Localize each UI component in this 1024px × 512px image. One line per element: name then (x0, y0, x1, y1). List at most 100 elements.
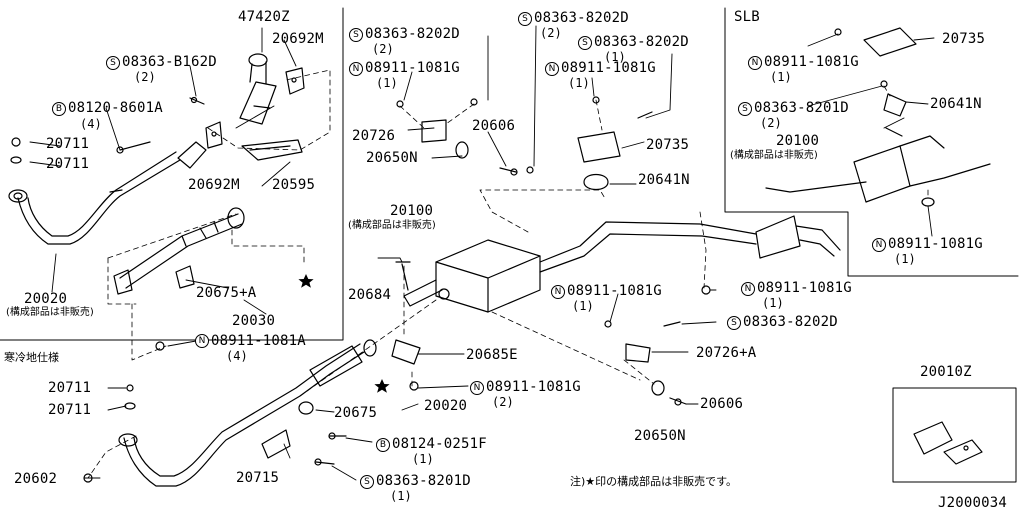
part-08911-1081g-7[interactable]: 08911-1081G (888, 236, 983, 252)
kit-items (913, 421, 983, 465)
exhaust-manifold-sensor (239, 53, 277, 125)
n-mark-icon: N (872, 238, 886, 252)
part-20726[interactable]: 20726 (352, 128, 396, 144)
n-mark-icon: N (195, 334, 209, 348)
b-mark-icon: B (52, 102, 66, 116)
leader-lines (29, 25, 935, 481)
dashed-guide-lines (87, 69, 929, 479)
part-08363-8202d-d[interactable]: 08363-8202D (743, 314, 838, 330)
qty-08911-1081a: (4) (226, 349, 248, 363)
qty-08911-1081g-4: (1) (762, 296, 784, 310)
lower-fasteners (83, 285, 711, 483)
qty-08911-1081g-1: (1) (376, 76, 398, 90)
n-mark-icon: N (545, 62, 559, 76)
part-20595[interactable]: 20595 (272, 177, 316, 193)
part-20735-center[interactable]: 20735 (646, 137, 690, 153)
part-08363-8202d-a[interactable]: 08363-8202D (365, 26, 460, 42)
star-markers (298, 274, 390, 393)
part-08124-0251f[interactable]: 08124-0251F (392, 436, 487, 452)
part-08911-1081g-6[interactable]: 08911-1081G (764, 54, 859, 70)
part-08911-1081a[interactable]: 08911-1081A (211, 333, 306, 349)
lower-brackets (261, 261, 665, 459)
qty-08363-b162d: (2) (134, 70, 156, 84)
part-20100-center[interactable]: 20100 (390, 203, 434, 219)
qty-08911-1081g-7: (1) (894, 252, 916, 266)
front-pipe-upper (8, 141, 207, 245)
part-20010z[interactable]: 20010Z (920, 364, 972, 380)
part-20675[interactable]: 20675 (334, 405, 378, 421)
kit-box (892, 387, 1017, 483)
part-08911-1081g-2[interactable]: 08911-1081G (561, 60, 656, 76)
section-borders (0, 7, 1019, 483)
part-08363-8201d-slb[interactable]: 08363-8201D (754, 100, 849, 116)
part-08363-b162d[interactable]: 08363-B162D (122, 54, 217, 70)
s-mark-icon: S (518, 12, 532, 26)
part-20711-d[interactable]: 20711 (48, 402, 92, 418)
upper-center-hangers (396, 96, 653, 191)
qty-08911-1081g-2: (1) (568, 76, 590, 90)
n-mark-icon: N (748, 56, 762, 70)
slb-frame (724, 7, 1019, 277)
n-mark-icon: N (470, 381, 484, 395)
part-20675-a[interactable]: 20675+A (196, 285, 257, 301)
cold-spec-divider (0, 7, 344, 341)
part-20100-slb[interactable]: 20100 (776, 133, 820, 149)
lower-front-pipe (118, 339, 377, 487)
part-20641n-slb[interactable]: 20641N (930, 96, 982, 112)
part-08911-1081g-4[interactable]: 08911-1081G (757, 280, 852, 296)
qty-08363-8201d-lower: (1) (390, 489, 412, 503)
s-mark-icon: S (727, 316, 741, 330)
qty-08363-8201d-slb: (2) (760, 116, 782, 130)
part-20650n-lower[interactable]: 20650N (634, 428, 686, 444)
part-08911-1081g-1[interactable]: 08911-1081G (365, 60, 460, 76)
part-08363-8201d-lower[interactable]: 08363-8201D (376, 473, 471, 489)
part-20685e[interactable]: 20685E (466, 347, 518, 363)
part-20692m-lower[interactable]: 20692M (188, 177, 240, 193)
part-08363-8202d-b[interactable]: 08363-8202D (534, 10, 629, 26)
not-sold-note-20100-slb: (構成部品は非販売) (730, 150, 818, 161)
part-20602[interactable]: 20602 (14, 471, 58, 487)
part-20030[interactable]: 20030 (232, 313, 276, 329)
not-sold-note-20100-center: (構成部品は非販売) (348, 220, 436, 231)
slb-assembly (765, 27, 991, 207)
qty-08911-1081g-5: (2) (492, 395, 514, 409)
part-20735-slb[interactable]: 20735 (942, 31, 986, 47)
part-20606-upper[interactable]: 20606 (472, 118, 516, 134)
n-mark-icon: N (551, 285, 565, 299)
qty-08363-8202d-b: (2) (540, 26, 562, 40)
part-20711-c[interactable]: 20711 (48, 380, 92, 396)
part-08911-1081g-3[interactable]: 08911-1081G (567, 283, 662, 299)
part-20692m-upper[interactable]: 20692M (272, 31, 324, 47)
part-20726-a[interactable]: 20726+A (696, 345, 757, 361)
bracket-20692m-upper (285, 67, 305, 95)
s-mark-icon: S (349, 28, 363, 42)
part-20606-lower[interactable]: 20606 (700, 396, 744, 412)
small-fasteners-upper-left (10, 96, 205, 164)
part-20684[interactable]: 20684 (348, 287, 392, 303)
section-label-cold-spec: 寒冷地仕様 (4, 351, 59, 364)
not-sold-note-20020: (構成部品は非販売) (6, 307, 94, 318)
qty-08124-0251f: (1) (412, 452, 434, 466)
part-20711-b[interactable]: 20711 (46, 156, 90, 172)
part-08911-1081g-5[interactable]: 08911-1081G (486, 379, 581, 395)
part-20650n-upper[interactable]: 20650N (366, 150, 418, 166)
part-20020-lower[interactable]: 20020 (424, 398, 468, 414)
s-mark-icon: S (360, 475, 374, 489)
part-08363-8202d-c[interactable]: 08363-8202D (594, 34, 689, 50)
part-20715[interactable]: 20715 (236, 470, 280, 486)
s-mark-icon: S (738, 102, 752, 116)
part-20711-a[interactable]: 20711 (46, 136, 90, 152)
qty-08363-8202d-a: (2) (372, 42, 394, 56)
part-47420z[interactable]: 47420Z (238, 9, 290, 25)
part-20020-upper[interactable]: 20020 (24, 291, 68, 307)
bracket-20692m-lower (205, 121, 223, 149)
part-20641n-center[interactable]: 20641N (638, 172, 690, 188)
qty-08363-8202d-c: (1) (604, 50, 626, 64)
part-08120-8601a[interactable]: 08120-8601A (68, 100, 163, 116)
star-icon (374, 379, 390, 393)
b-mark-icon: B (376, 438, 390, 452)
center-pipe-cold-spec (113, 207, 245, 295)
footnote: 注)★印の構成部品は非販売です。 (570, 475, 738, 488)
